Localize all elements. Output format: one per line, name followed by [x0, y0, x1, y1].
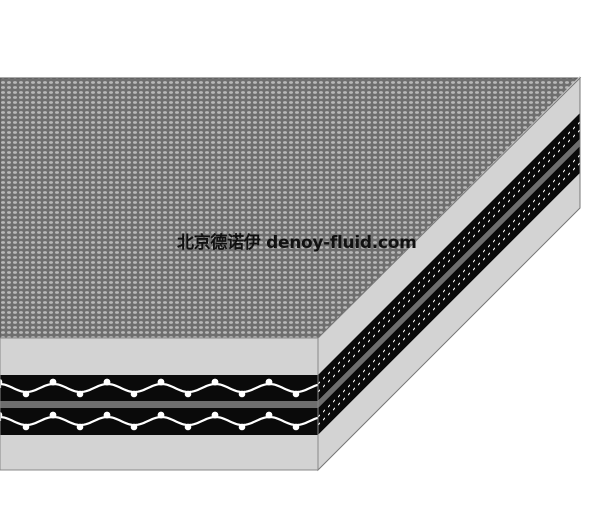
upper-weft-dot	[130, 390, 138, 398]
bottom-cover-layer	[318, 173, 580, 470]
belt-side-face	[318, 76, 580, 470]
upper-weft-dot	[292, 390, 300, 398]
upper-weft-dot	[103, 378, 111, 386]
upper-weft-dot	[157, 378, 165, 386]
upper-weft-dot	[238, 390, 246, 398]
lower-weft-dot	[292, 423, 300, 431]
lower-weft-dot	[76, 423, 84, 431]
belt-front-face	[0, 338, 319, 470]
upper-weft-dot	[0, 378, 3, 386]
breaker-layer	[318, 139, 580, 408]
upper-ply-layer	[0, 375, 318, 401]
side-thread-0	[318, 121, 580, 385]
upper-weft-dot	[49, 378, 57, 386]
side-thread-1	[318, 129, 580, 393]
top-cover-layer	[0, 338, 318, 375]
upper-weft-dot	[22, 390, 30, 398]
lower-weft-dot	[211, 411, 219, 419]
upper-weft-dot	[76, 390, 84, 398]
upper-weft-dot	[265, 378, 273, 386]
lower-weft-dot	[22, 423, 30, 431]
lower-weft-dot	[0, 411, 3, 419]
lower-weft-dot	[130, 423, 138, 431]
watermark-text: 北京德诺伊 denoy-fluid.com	[177, 233, 417, 253]
upper-ply-layer	[318, 113, 580, 401]
bottom-cover-layer	[0, 435, 318, 470]
side-thread-3	[318, 162, 580, 426]
lower-weft-dot	[238, 423, 246, 431]
breaker-layer	[0, 401, 318, 408]
lower-weft-dot	[49, 411, 57, 419]
lower-weft-dot	[157, 411, 165, 419]
upper-weft-dot	[211, 378, 219, 386]
upper-weft-dot	[184, 390, 192, 398]
belt-front-outline	[0, 337, 319, 471]
lower-weft-dot	[265, 411, 273, 419]
lower-weft-dot	[103, 411, 111, 419]
lower-weft-dot	[184, 423, 192, 431]
lower-ply-layer	[318, 146, 580, 435]
top-cover-layer	[318, 76, 580, 375]
side-thread-2	[318, 154, 580, 418]
